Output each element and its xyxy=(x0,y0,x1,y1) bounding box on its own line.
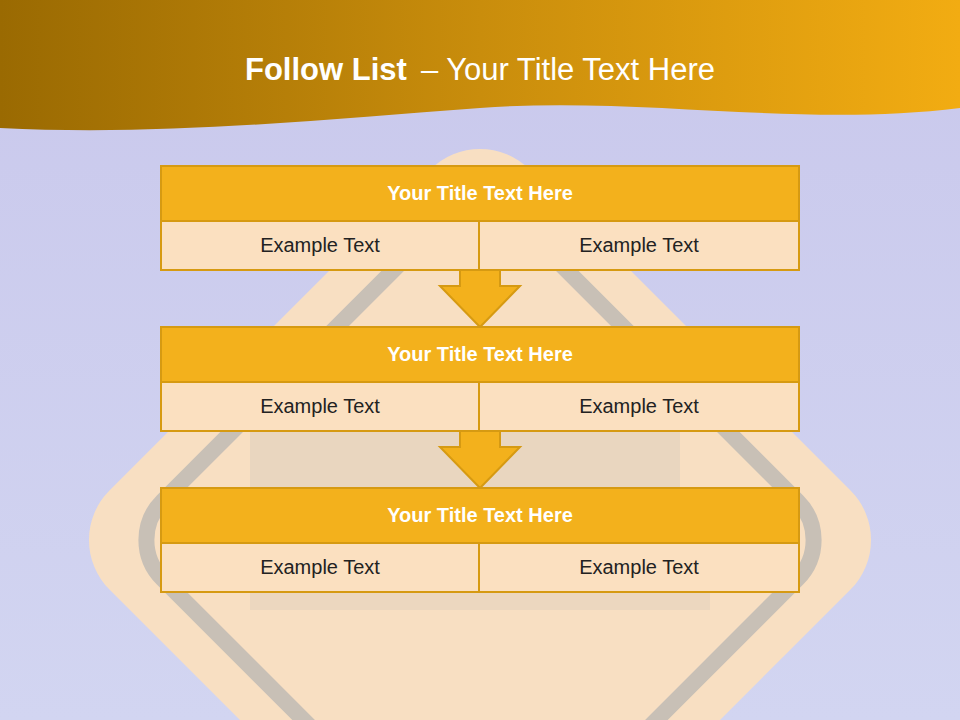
header-band xyxy=(0,0,960,130)
box-heading: Your Title Text Here xyxy=(162,328,798,383)
block-arrow xyxy=(440,269,520,327)
block-arrow xyxy=(440,430,520,488)
slide-title: Follow List xyxy=(245,52,407,88)
cell-text: Example Text xyxy=(569,230,709,261)
cell-text: Example Text xyxy=(569,391,709,422)
list-cell: Example Text xyxy=(162,544,480,591)
list-cell: Example Text xyxy=(480,222,798,269)
list-cell: Example Text xyxy=(162,222,480,269)
list-box: Your Title Text HereExample Text Example … xyxy=(160,165,800,271)
list-cell: Example Text xyxy=(162,383,480,430)
box-heading: Your Title Text Here xyxy=(162,167,798,222)
box-heading: Your Title Text Here xyxy=(162,489,798,544)
title-row: Follow List – Your Title Text Here xyxy=(0,52,960,88)
cell-text: Example Text xyxy=(250,391,390,422)
watermark-diamond xyxy=(60,120,900,720)
watermark-logo xyxy=(60,120,900,720)
list-cell: Example Text xyxy=(480,383,798,430)
watermark-ring xyxy=(124,184,837,720)
list-cell: Example Text xyxy=(480,544,798,591)
list-box: Your Title Text HereExample Text Example … xyxy=(160,487,800,593)
cell-text: Example Text xyxy=(569,552,709,583)
cell-text: Example Text xyxy=(250,230,390,261)
title-subtext: – Your Title Text Here xyxy=(421,52,715,88)
cell-text: Example Text xyxy=(250,552,390,583)
list-box: Your Title Text HereExample Text Example … xyxy=(160,326,800,432)
